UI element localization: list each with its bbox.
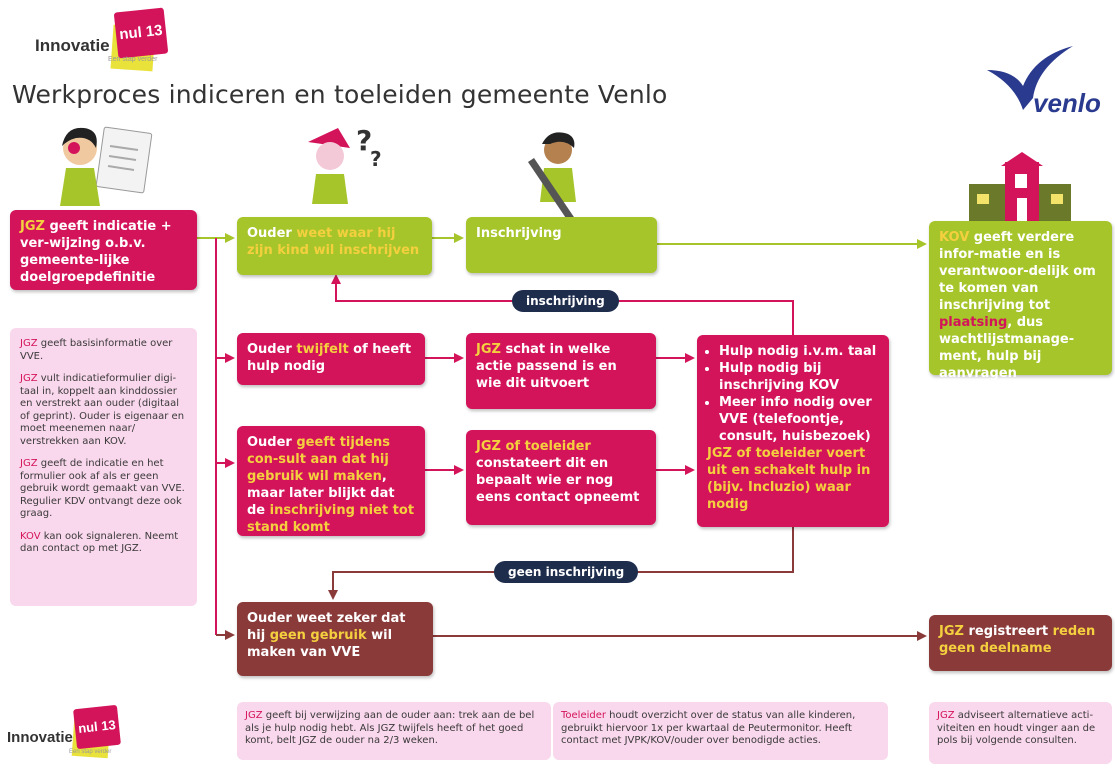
keyword: JGZ	[20, 219, 45, 234]
text: geeft de indicatie en het formulier ook …	[20, 458, 185, 519]
box-inschrijving: Inschrijving	[466, 217, 657, 273]
keyword-2: reden geen deelname	[939, 624, 1096, 656]
pill-inschrijving: inschrijving	[512, 290, 619, 312]
box-jgz-toeleider: JGZ of toeleider constateert dit en bepa…	[466, 430, 656, 525]
text-2: , maar later blijkt dat de	[247, 469, 395, 518]
keyword: JGZ	[20, 338, 38, 349]
keyword: JGZ of toeleider	[707, 446, 822, 461]
keyword-2: inschrijving niet tot stand komt	[247, 503, 415, 535]
inschrijving-label: Inschrijving	[476, 226, 562, 241]
note-paragraph: JGZ geeft basisinformatie over VVE.	[20, 338, 187, 363]
text-2: of heeft hulp nodig	[247, 342, 412, 374]
text: houdt overzicht over de status van alle …	[561, 710, 856, 746]
keyword-plaatsing: plaatsing	[939, 315, 1008, 330]
keyword: JGZ	[939, 624, 964, 639]
venlo-wordmark: venlo	[1033, 88, 1101, 118]
text-2: , dus wachtlijstmanage-ment, hulp bij aa…	[939, 315, 1095, 415]
hulp-item: Hulp nodig i.v.m. taal	[719, 343, 879, 360]
logo-nul-badge: nul 13	[73, 704, 121, 750]
text: voert uit en schakelt hulp in (bijv. Inc…	[707, 446, 871, 512]
logo-tagline: Een stap verder	[108, 56, 158, 63]
logo-brand-text: Innovatie	[7, 729, 73, 746]
text: schat in welke actie passend is en wie d…	[476, 342, 617, 391]
text: constateert dit en bepaalt wie er nog ee…	[476, 456, 640, 505]
box-ouder-weet: Ouder weet waar hij zijn kind wil inschr…	[237, 217, 432, 275]
keyword: JGZ	[20, 373, 38, 384]
school-building-illustration	[969, 152, 1071, 222]
keyword: Ouder	[247, 226, 292, 241]
text: geeft bij verwijzing aan de ouder aan: t…	[245, 710, 535, 746]
child-with-pencil-illustration	[528, 132, 582, 232]
bottom-note-jgz-adviseert: JGZ adviseert alternatieve acti-viteiten…	[929, 702, 1112, 764]
logo-brand-text: Innovatie	[35, 36, 110, 55]
logo-tagline: Een stap verder	[69, 749, 112, 755]
left-info-note: JGZ geeft basisinformatie over VVE. JGZ …	[10, 328, 197, 606]
bottom-note-jgz-verwijzing: JGZ geeft bij verwijzing aan de ouder aa…	[237, 702, 551, 760]
innovatie-logo-top: nul 13 Innovatie Een stap verder	[30, 7, 170, 72]
text: registreert	[963, 624, 1053, 639]
pill-geen-inschrijving: geen inschrijving	[494, 561, 639, 583]
svg-text:?: ?	[370, 147, 382, 171]
keyword: geen gebruik	[269, 628, 367, 643]
keyword: KOV	[939, 230, 970, 245]
bottom-note-toeleider: Toeleider houdt overzicht over de status…	[553, 702, 888, 760]
keyword: JGZ of toeleider	[476, 439, 591, 454]
text: Ouder	[247, 342, 297, 357]
hulp-item: Meer info nodig over VVE (telefoontje, c…	[719, 394, 879, 445]
text: geeft verdere infor-matie en is verantwo…	[939, 230, 1096, 313]
note-paragraph: KOV kan ook signaleren. Neemt dan contac…	[20, 531, 187, 556]
text: Ouder weet zeker dat hij	[247, 611, 406, 643]
hulp-item: Hulp nodig bij inschrijving KOV	[719, 360, 879, 394]
text: vult indicatieformulier digi-taal in, ko…	[20, 373, 185, 447]
box-ouder-twijfelt: Ouder twijfelt of heeft hulp nodig	[237, 333, 425, 385]
box-jgz-registreert: JGZ registreert reden geen deelname	[929, 615, 1112, 671]
venlo-emblem-icon	[987, 46, 1073, 110]
keyword: geeft tijdens con-sult aan dat hij gebru…	[247, 435, 390, 484]
text-2: wil maken van VVE	[247, 628, 393, 660]
text: Ouder	[247, 435, 297, 450]
text: weet waar hij zijn kind wil inschrijven	[247, 226, 420, 258]
text: geeft basisinformatie over VVE.	[20, 338, 173, 362]
keyword: JGZ	[20, 458, 38, 469]
keyword: twijfelt	[296, 342, 349, 357]
box-jgz-schat: JGZ schat in welke actie passend is en w…	[466, 333, 656, 409]
keyword: JGZ	[476, 342, 501, 357]
box-ouder-zeker: Ouder weet zeker dat hij geen gebruik wi…	[237, 602, 433, 676]
text: kan ook signaleren. Neemt dan contact op…	[20, 530, 179, 555]
keyword: KOV	[20, 530, 41, 542]
box-kov: KOV geeft verdere infor-matie en is vera…	[929, 221, 1112, 415]
box-ouder-geeft: Ouder geeft tijdens con-sult aan dat hij…	[237, 426, 425, 536]
doctor-with-document-illustration	[60, 126, 153, 206]
keyword: JGZ	[937, 710, 955, 721]
innovatie-logo-bottom: nul 13 Innovatie Een stap verder	[5, 704, 125, 765]
confused-parent-illustration: ? ?	[308, 124, 382, 204]
keyword: JGZ	[245, 710, 263, 721]
svg-text:?: ?	[356, 124, 372, 157]
note-paragraph: JGZ vult indicatieformulier digi-taal in…	[20, 373, 187, 448]
note-paragraph: JGZ geeft de indicatie en het formulier …	[20, 458, 187, 521]
page-title: Werkproces indiceren en toeleiden gemeen…	[12, 80, 668, 109]
keyword: Toeleider	[561, 710, 606, 721]
venlo-logo: venlo	[975, 40, 1110, 125]
text: adviseert alternatieve acti-viteiten en …	[937, 710, 1096, 746]
text: geeft indicatie + ver-wijzing o.b.v. gem…	[20, 219, 172, 285]
box-hulp-nodig: Hulp nodig i.v.m. taal Hulp nodig bij in…	[697, 335, 889, 527]
box-jgz-indicatie: JGZ geeft indicatie + ver-wijzing o.b.v.…	[10, 210, 197, 290]
